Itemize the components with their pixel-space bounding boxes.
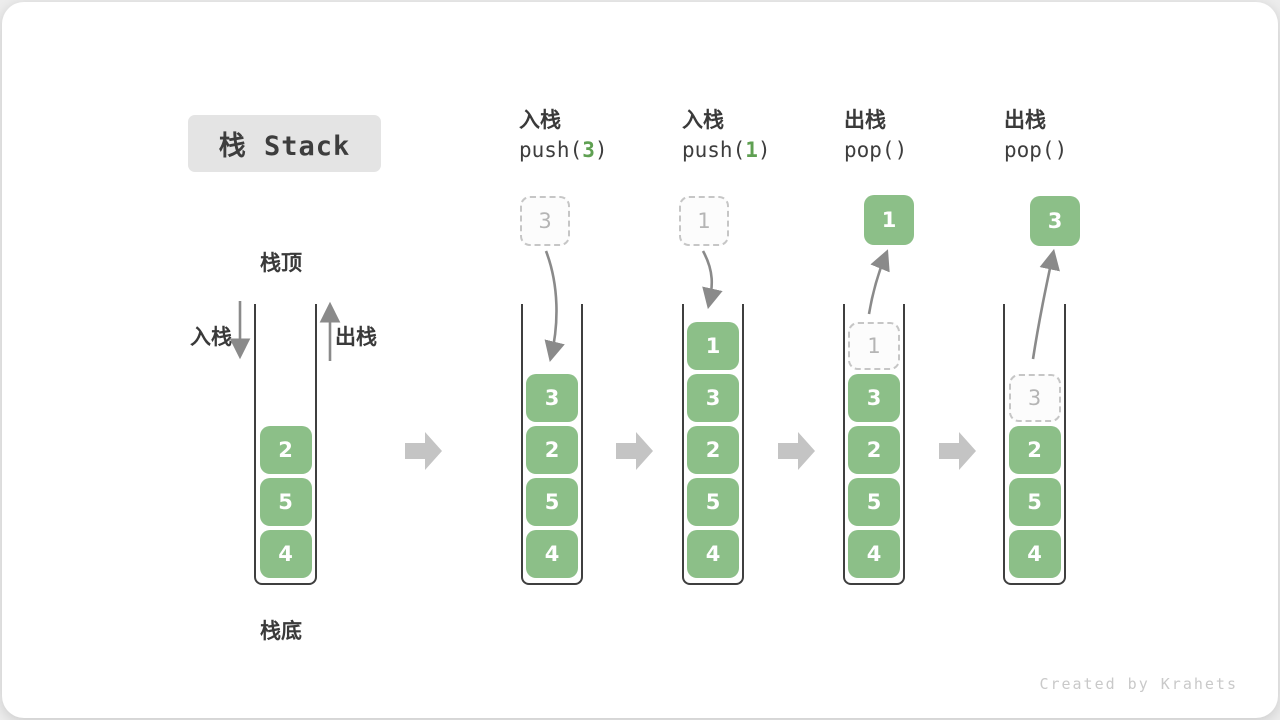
- stack-cell: 5: [848, 478, 900, 526]
- stack-bottom-label: 栈底: [260, 619, 302, 643]
- step-arrow-icon: [405, 432, 442, 470]
- op-label: 出栈: [844, 108, 886, 132]
- op-label: 入栈: [519, 108, 561, 132]
- stack-cell: 5: [1008, 478, 1061, 526]
- credit-text: Created by Krahets: [1039, 675, 1238, 693]
- incoming-value-box: 1: [679, 196, 729, 246]
- stack-cell: 2: [848, 426, 900, 474]
- stack-after-pop-1: 1 3 2 5 4: [843, 304, 905, 585]
- header-pop-3: 出栈 pop(): [1004, 110, 1164, 161]
- op-label: 出栈: [1004, 108, 1046, 132]
- stack-cell: 5: [526, 478, 578, 526]
- op-code: pop(): [1004, 138, 1068, 162]
- pop-direction-label: 出栈: [335, 325, 377, 349]
- stack-cell: 2: [259, 426, 312, 474]
- push-1-arrow: [701, 250, 723, 310]
- stack-cell: 2: [1008, 426, 1061, 474]
- code-arg: 1: [745, 138, 758, 162]
- stack-after-pop-3: 3 2 5 4: [1003, 304, 1066, 585]
- stack-cell: 4: [1008, 530, 1061, 578]
- stack-cell: 4: [687, 530, 739, 578]
- stack-cell: 5: [687, 478, 739, 526]
- incoming-value-box: 3: [520, 196, 570, 246]
- popped-value-box: 3: [1030, 196, 1080, 246]
- header-push-3: 入栈 push(3): [519, 110, 679, 161]
- stack-cell: 2: [526, 426, 578, 474]
- ghost-cell: 3: [1008, 374, 1061, 422]
- stack-cell: 5: [259, 478, 312, 526]
- stack-cell: 1: [687, 322, 739, 370]
- header-pop-1: 出栈 pop(): [844, 110, 1004, 161]
- diagram-title: 栈 Stack: [188, 115, 381, 172]
- step-arrow-icon: [778, 432, 815, 470]
- popped-value-box: 1: [864, 195, 914, 245]
- op-label: 入栈: [682, 108, 724, 132]
- stack-cell: 3: [848, 374, 900, 422]
- header-push-1: 入栈 push(1): [682, 110, 842, 161]
- stack-cell: 3: [526, 374, 578, 422]
- stack-cell: 2: [687, 426, 739, 474]
- ghost-cell: 1: [848, 322, 900, 370]
- step-arrow-icon: [616, 432, 653, 470]
- stack-cell: 4: [848, 530, 900, 578]
- op-code: push(1): [682, 138, 771, 162]
- code-arg: 3: [582, 138, 595, 162]
- stack-after-push-3: 3 2 5 4: [521, 304, 583, 585]
- push-direction-label: 入栈: [190, 325, 232, 349]
- step-arrow-icon: [939, 432, 976, 470]
- op-code: push(3): [519, 138, 608, 162]
- stack-cell: 4: [526, 530, 578, 578]
- stack-initial: 2 5 4: [254, 304, 317, 585]
- stack-top-label: 栈顶: [260, 251, 302, 275]
- op-code: pop(): [844, 138, 908, 162]
- stack-after-push-1: 1 3 2 5 4: [682, 304, 744, 585]
- stack-cell: 3: [687, 374, 739, 422]
- stack-cell: 4: [259, 530, 312, 578]
